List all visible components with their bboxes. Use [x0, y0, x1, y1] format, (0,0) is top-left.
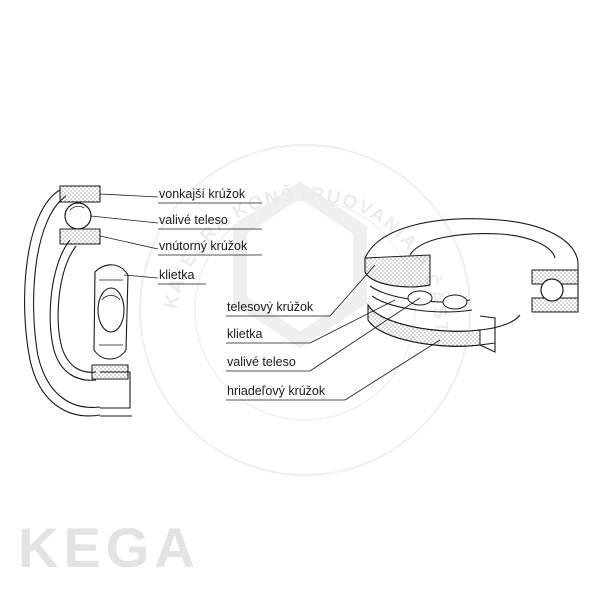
thrust-ball-bearing: telesový krúžok klietka valivé teleso hr… [226, 218, 579, 401]
brand-watermark: KEGA [18, 516, 200, 579]
label-shaft-ring: hriadeľový krúžok [227, 384, 326, 398]
label-inner-ring: vnútorný krúžok [159, 239, 248, 253]
label-thrust-cage: klietka [227, 327, 262, 341]
label-housing-ring: telesový krúžok [227, 300, 314, 314]
label-outer-ring: vonkajší krúžok [159, 187, 246, 201]
label-thrust-rolling-element: valivé teleso [227, 355, 296, 369]
label-cage: klietka [159, 268, 194, 282]
radial-ball-bearing: vonkajší krúžok valivé teleso vnútorný k… [24, 185, 262, 417]
watermark-ring-text: KATEDRA KONŠTRUOVANIA A ČASTÍ STROJOV [0, 0, 451, 335]
label-rolling-element: valivé teleso [159, 213, 228, 227]
